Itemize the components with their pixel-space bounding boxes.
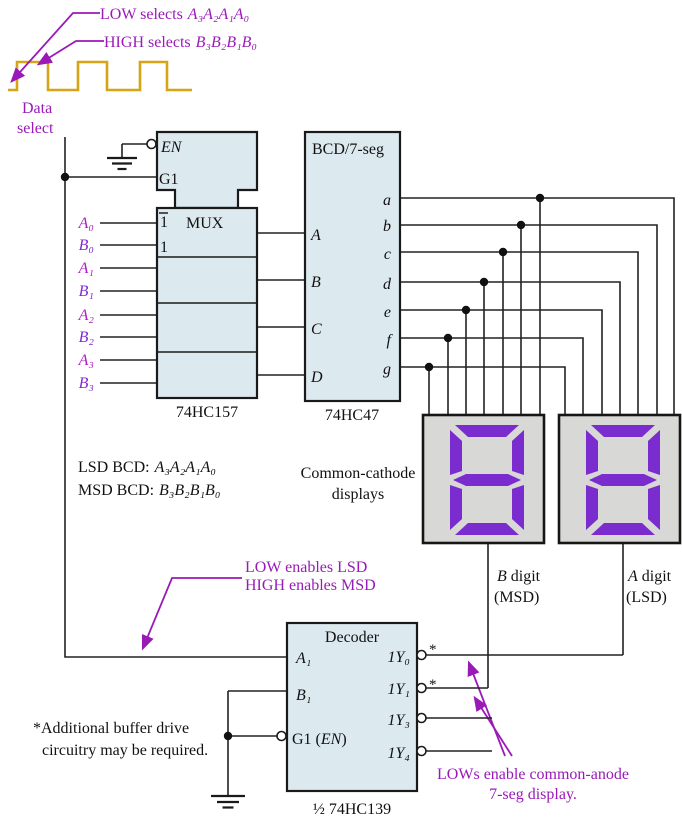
low-selects-arrow bbox=[10, 12, 100, 84]
decoder-g1-bubble bbox=[276, 730, 287, 742]
ground-symbol-en bbox=[107, 156, 137, 171]
bcd7seg-part-number: 74HC47 bbox=[325, 407, 379, 424]
mux-select-1-label: 1 bbox=[160, 239, 168, 256]
msd-digit-sublabel: (MSD) bbox=[494, 589, 539, 606]
svg-text:A₂: A₂ bbox=[78, 307, 95, 324]
low-enables-label: LOW enables LSD bbox=[245, 559, 367, 576]
decoder-1y1-bubble bbox=[416, 682, 427, 694]
data-select-label-line2: select bbox=[17, 120, 54, 137]
svg-text:e: e bbox=[384, 304, 391, 321]
decoder-a1-label: A₁ bbox=[295, 650, 311, 667]
mux-part-number: 74HC157 bbox=[176, 404, 238, 421]
high-enables-label: HIGH enables MSD bbox=[245, 577, 376, 594]
decoder-1y4-bubble bbox=[416, 745, 427, 757]
lows-enable-label-line1: LOWs enable common-anode bbox=[437, 766, 629, 783]
junction-dots bbox=[60, 172, 545, 741]
callout-arrows bbox=[10, 12, 513, 757]
svg-text:A₁: A₁ bbox=[78, 260, 94, 277]
buffer-note-line1: *Additional buffer drive bbox=[33, 720, 189, 737]
asterisk-1y0: * bbox=[429, 642, 437, 658]
lows-enable-label-line2: 7-seg display. bbox=[489, 786, 577, 803]
svg-text:A₃: A₃ bbox=[78, 352, 94, 369]
data-select-label-line1: Data bbox=[22, 100, 52, 117]
svg-text:f: f bbox=[387, 332, 394, 349]
bcd7seg-block bbox=[303, 130, 402, 403]
svg-text:A₀: A₀ bbox=[78, 215, 94, 232]
ground-symbol-decoder bbox=[211, 794, 245, 809]
bcd7seg-title: BCD/7-seg bbox=[312, 141, 384, 158]
buffer-note-line2: circuitry may be required. bbox=[42, 742, 208, 759]
svg-text:b: b bbox=[383, 218, 391, 235]
svg-text:1Y₄: 1Y₄ bbox=[388, 745, 410, 762]
segment-bus-wires bbox=[400, 197, 675, 415]
lows-enable-arrow-2 bbox=[473, 695, 513, 757]
mux-g1-label: G1 bbox=[159, 171, 179, 188]
mux-title: MUX bbox=[186, 215, 224, 232]
svg-text:1Y₁: 1Y₁ bbox=[388, 681, 410, 698]
svg-text:c: c bbox=[384, 246, 391, 263]
common-cathode-label-line1: Common-cathode bbox=[301, 465, 416, 482]
svg-text:B: B bbox=[311, 274, 321, 291]
high-selects-arrow bbox=[36, 40, 104, 66]
decoder-1y3-bubble bbox=[416, 712, 427, 724]
svg-text:B₃: B₃ bbox=[79, 375, 94, 392]
common-cathode-label-line2: displays bbox=[332, 486, 384, 503]
svg-text:A: A bbox=[310, 227, 321, 244]
lsd-bcd-note: LSD BCD:A₃A₂A₁A₀ bbox=[78, 459, 216, 476]
decoder-g1-label: G1 (EN) bbox=[292, 731, 347, 748]
svg-text:1Y₀: 1Y₀ bbox=[388, 649, 410, 666]
decoder-b1-label: B₁ bbox=[296, 687, 311, 704]
svg-text:D: D bbox=[310, 369, 323, 386]
bcd7seg-input-labels: A B C D bbox=[310, 227, 323, 386]
msd-bcd-note: MSD BCD:B₃B₂B₁B₀ bbox=[78, 482, 220, 499]
mux-to-bcd-wires bbox=[257, 232, 305, 376]
svg-text:g: g bbox=[383, 361, 391, 378]
mux-input-labels: A₀ B₀ A₁ B₁ A₂ B₂ A₃ B₃ bbox=[78, 215, 95, 392]
svg-text:B₁: B₁ bbox=[79, 283, 94, 300]
lows-enable-arrow-1 bbox=[467, 660, 506, 757]
svg-text:B₀: B₀ bbox=[79, 237, 94, 254]
asterisk-1y1: * bbox=[429, 677, 437, 693]
decoder-output-labels: 1Y₀ 1Y₁ 1Y₃ 1Y₄ bbox=[388, 649, 410, 762]
mux-input-wires bbox=[100, 222, 157, 384]
bcd7seg-output-labels: a b c d e f g bbox=[383, 192, 394, 378]
decoder-1y0-bubble bbox=[416, 649, 427, 661]
data-select-rail bbox=[64, 137, 287, 658]
svg-text:B₂: B₂ bbox=[79, 329, 95, 346]
decoder-block bbox=[285, 621, 419, 793]
svg-text:C: C bbox=[311, 321, 322, 338]
mux-select-not1-label: 1 bbox=[160, 214, 168, 231]
svg-text:d: d bbox=[383, 276, 392, 293]
wires bbox=[64, 137, 675, 795]
enable-callout-arrow bbox=[141, 577, 242, 651]
en-invert-bubble bbox=[146, 138, 157, 150]
decoder-title: Decoder bbox=[325, 629, 380, 646]
svg-text:1Y₃: 1Y₃ bbox=[388, 712, 410, 729]
decoder-part-number: ½ 74HC139 bbox=[313, 801, 391, 818]
lsd-digit-sublabel: (LSD) bbox=[626, 589, 667, 606]
data-select-waveform bbox=[8, 60, 192, 92]
mux-en-label: EN bbox=[160, 139, 183, 156]
svg-text:a: a bbox=[383, 192, 391, 209]
